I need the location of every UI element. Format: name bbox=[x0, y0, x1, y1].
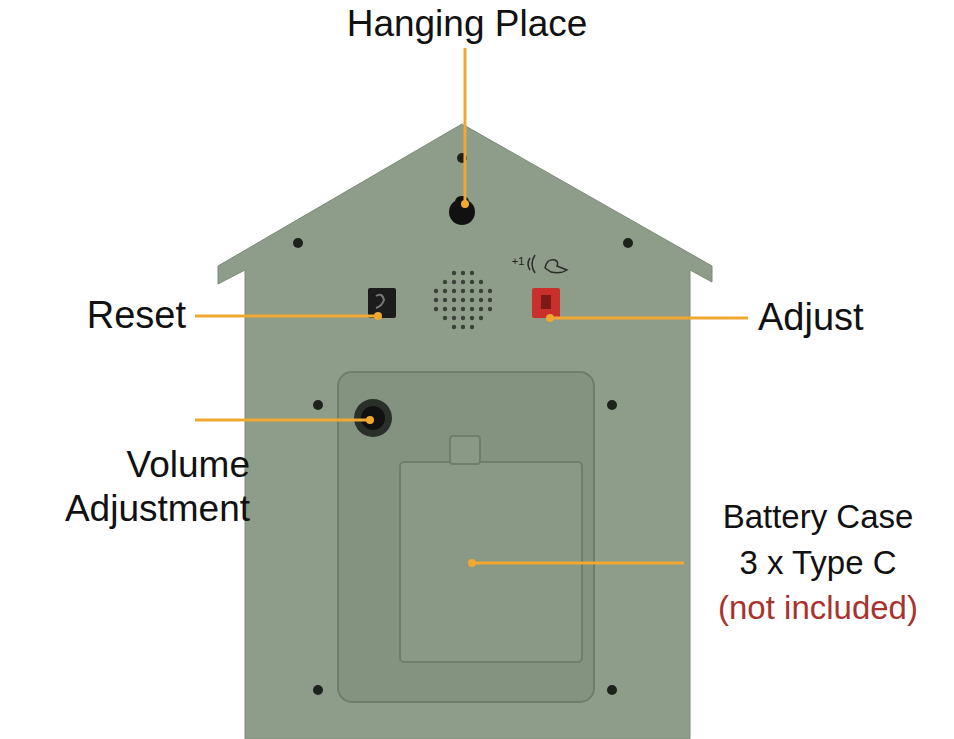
button-mark: +1 bbox=[512, 255, 525, 268]
part-label: Adjust bbox=[758, 295, 864, 341]
lid-tab bbox=[450, 436, 480, 464]
speaker-grid bbox=[434, 271, 492, 329]
keyhole bbox=[449, 196, 475, 225]
part-label: Hanging Place bbox=[347, 2, 588, 46]
reset-button bbox=[368, 288, 396, 318]
bird-icon bbox=[528, 255, 567, 273]
part-label: Reset bbox=[87, 293, 186, 339]
part-note: (not included) bbox=[718, 588, 918, 628]
part-label: Volume Adjustment bbox=[50, 443, 250, 532]
clock-housing bbox=[218, 124, 712, 739]
leader-lines bbox=[195, 48, 748, 563]
leader-dots bbox=[366, 200, 554, 567]
volume-knob bbox=[354, 399, 392, 437]
battery-recess bbox=[338, 372, 594, 702]
part-note: 3 x Type C bbox=[739, 543, 896, 583]
adjust-button bbox=[532, 288, 560, 318]
part-label: Battery Case bbox=[723, 497, 914, 537]
